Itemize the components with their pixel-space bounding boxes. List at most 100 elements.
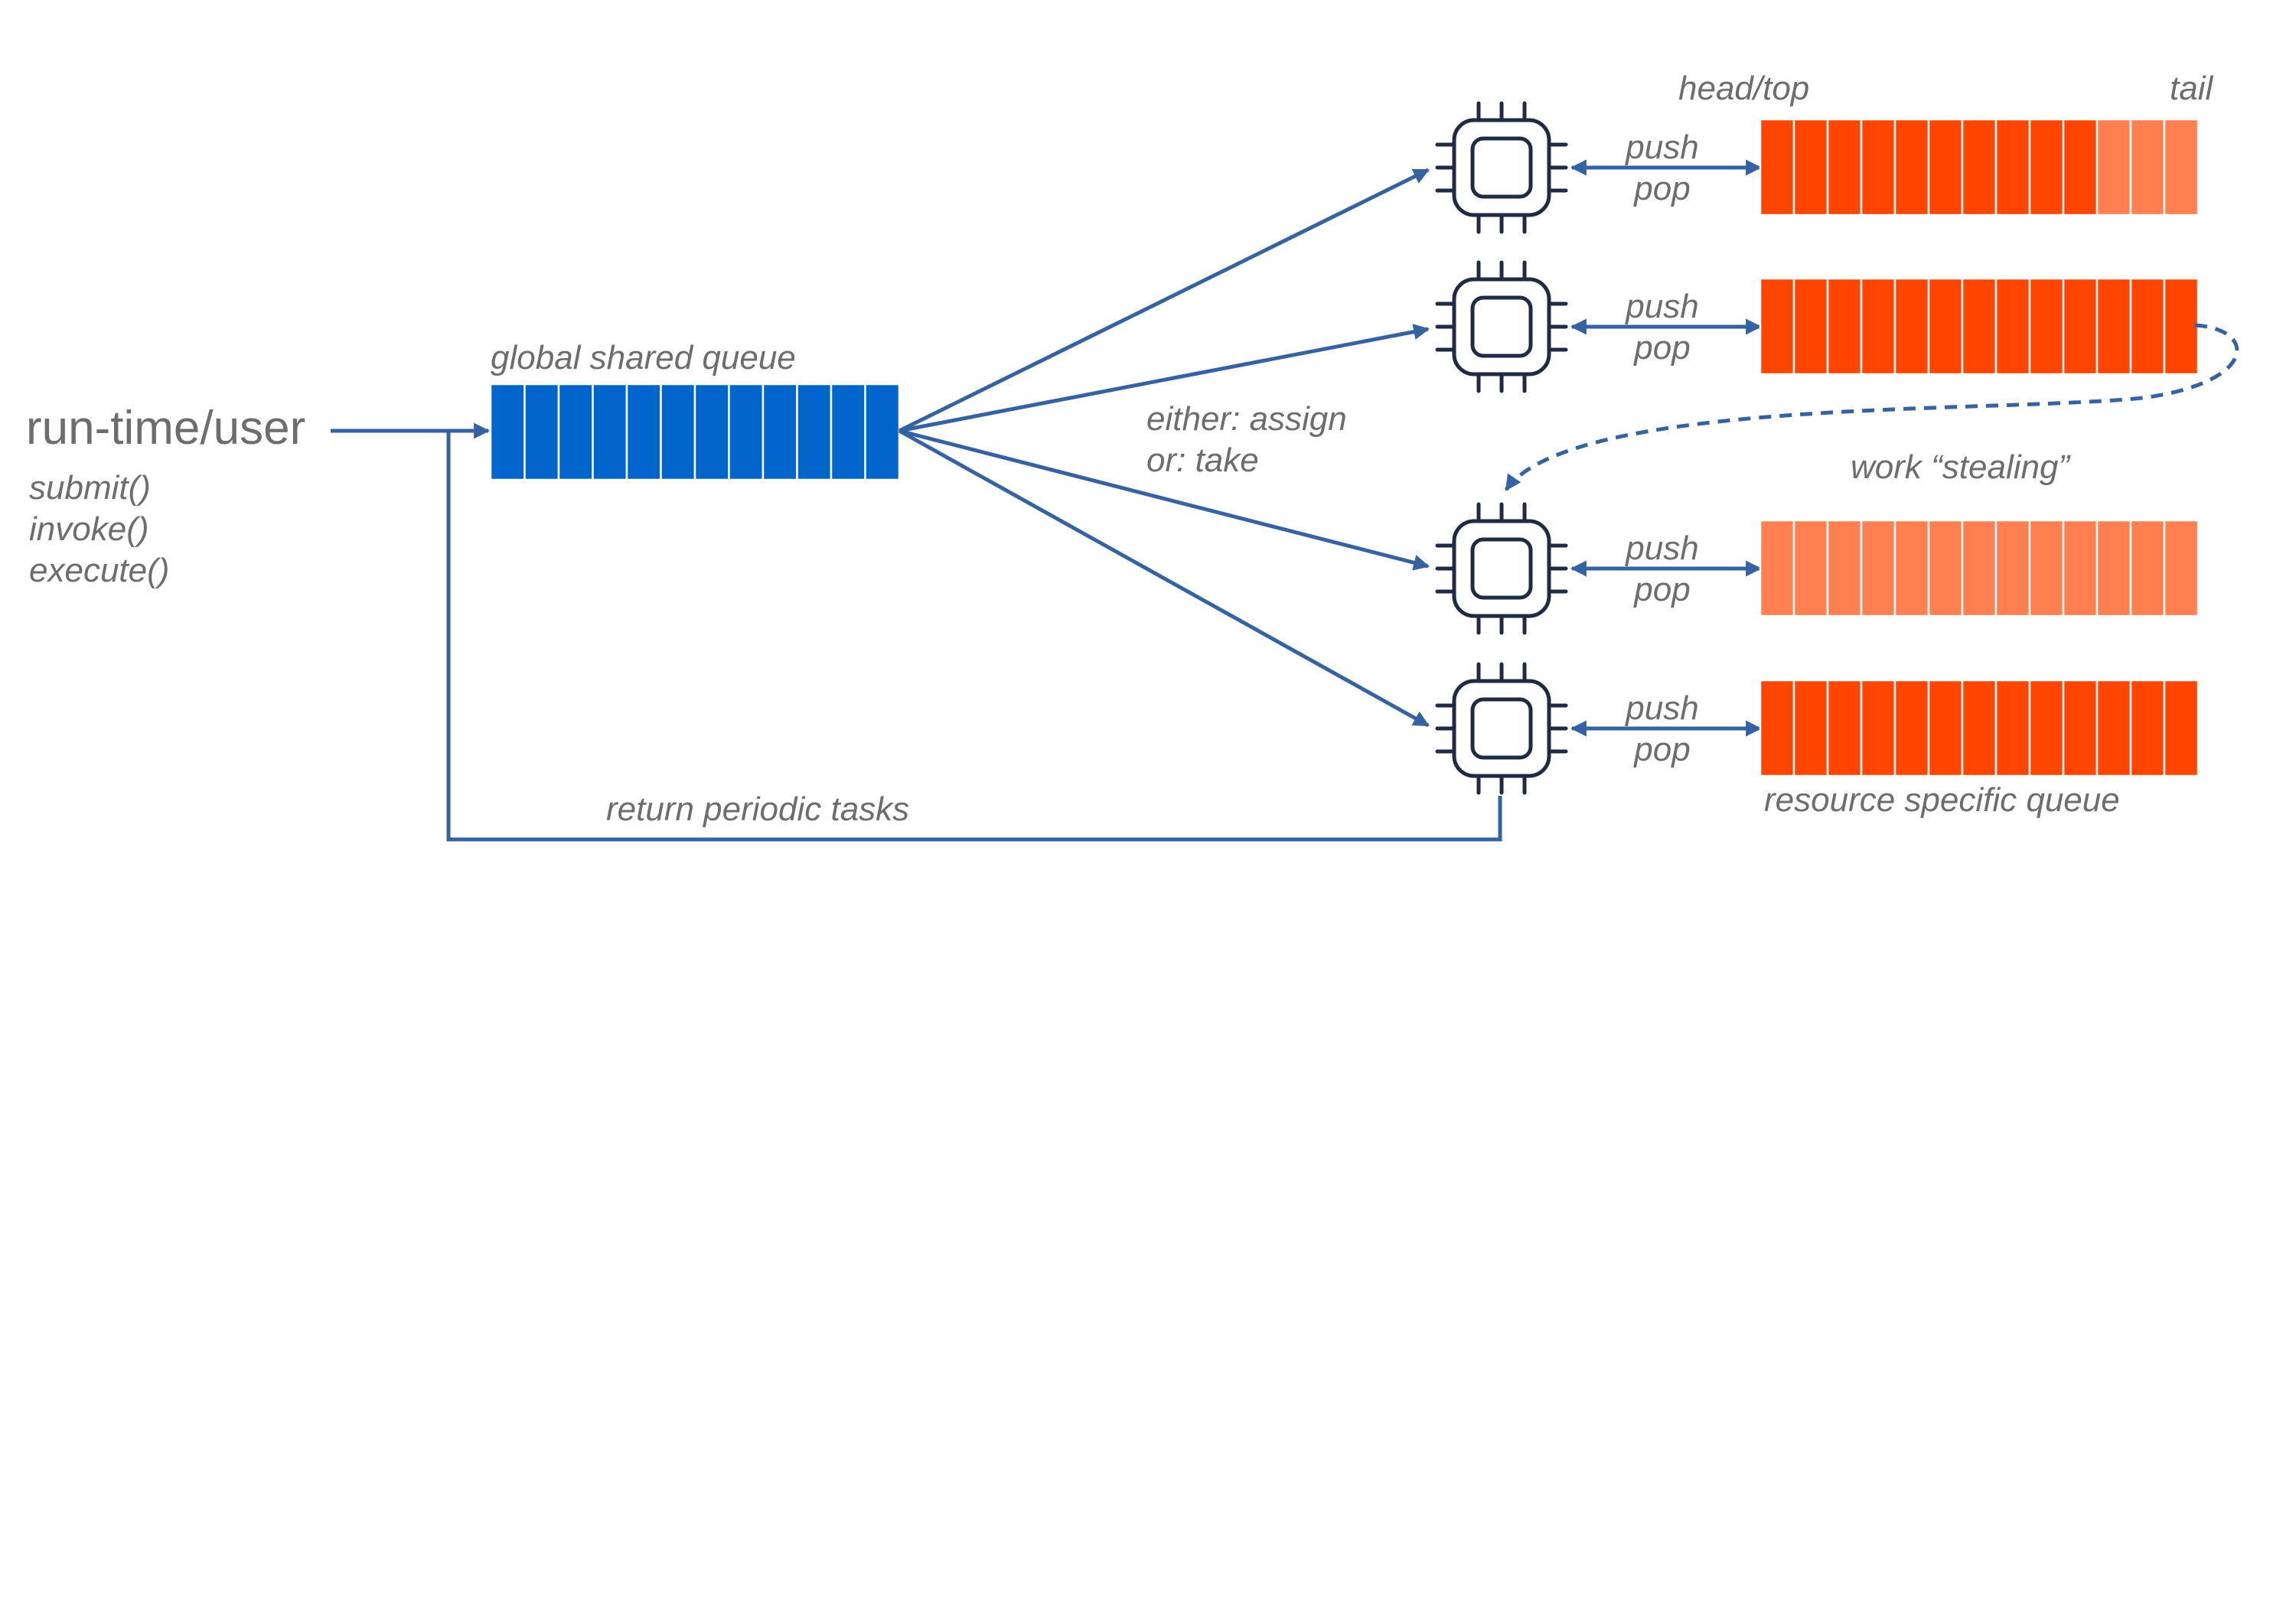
resource-queue-slot xyxy=(2095,118,2132,217)
resource-queue-slot xyxy=(1826,277,1863,376)
resource-queue-slot xyxy=(1961,519,1998,618)
dispatch-arrow-worker-1 xyxy=(898,168,1430,433)
resource-queue-slot xyxy=(2062,277,2099,376)
resource-queue-slot xyxy=(1792,679,1829,777)
resource-queue-slot xyxy=(1759,277,1795,376)
resource-queue-slot xyxy=(1860,277,1896,376)
global-queue-slot xyxy=(762,383,798,481)
resource-queue-slot xyxy=(2129,519,2166,618)
pop-label: pop xyxy=(1632,329,1690,367)
resource-queue-slot xyxy=(2028,118,2065,217)
global-queue-label: global shared queue xyxy=(491,339,796,376)
resource-queue-slot xyxy=(2062,519,2099,618)
global-queue-slot xyxy=(864,383,901,481)
worker-2: push pop xyxy=(1435,260,2200,393)
cpu-chip-icon xyxy=(1435,662,1568,795)
resource-queue xyxy=(1759,679,2200,777)
push-label: push xyxy=(1624,689,1698,727)
push-label: push xyxy=(1624,129,1698,166)
resource-queue-slot xyxy=(1893,118,1930,217)
source-method-submit: submit() xyxy=(29,469,151,507)
global-queue-slot xyxy=(660,383,696,481)
resource-queue-slot xyxy=(1860,519,1896,618)
resource-queue xyxy=(1759,118,2200,217)
resource-queue-slot xyxy=(2062,118,2099,217)
resource-queue-slot xyxy=(1961,277,1998,376)
resource-queue-slot xyxy=(1860,118,1896,217)
global-queue-slot xyxy=(592,383,628,481)
dispatch-arrow-worker-2 xyxy=(899,324,1430,433)
resource-queue-slot xyxy=(1994,277,2031,376)
resource-queue-slot xyxy=(1792,118,1829,217)
dispatch-arrow-worker-3 xyxy=(899,429,1430,571)
global-queue-slot xyxy=(693,383,730,481)
dispatch-arrow-worker-4 xyxy=(898,429,1430,728)
resource-queue-slot xyxy=(2163,519,2200,618)
worker-3: push pop xyxy=(1435,502,2200,635)
worker-1: push pop xyxy=(1435,101,2200,234)
resource-queue xyxy=(1759,277,2200,376)
resource-queue-slot xyxy=(2129,118,2166,217)
source-method-execute: execute() xyxy=(29,552,169,589)
pop-label: pop xyxy=(1632,170,1690,207)
push-label: push xyxy=(1624,530,1698,567)
work-stealing-arrow xyxy=(1504,323,2239,491)
resource-queue-slot xyxy=(1759,519,1795,618)
return-periodic-tasks-line xyxy=(446,431,1502,842)
resource-queue-slot xyxy=(1893,277,1930,376)
global-queue-slot xyxy=(523,383,560,481)
resource-queue-slot xyxy=(1759,118,1795,217)
dispatch-label-assign: either: assign xyxy=(1146,400,1347,438)
resource-queue-slot xyxy=(2062,679,2099,777)
resource-queue-slot xyxy=(1792,277,1829,376)
resource-queue-slot xyxy=(1860,679,1896,777)
head-label: head/top xyxy=(1678,70,1809,107)
tail-label: tail xyxy=(2170,70,2213,107)
pop-label: pop xyxy=(1632,571,1690,608)
resource-queue-slot xyxy=(1961,118,1998,217)
resource-queue-slot xyxy=(1826,118,1863,217)
resource-queue xyxy=(1759,519,2200,618)
cpu-chip-icon xyxy=(1435,502,1568,635)
worker-4: push pop xyxy=(1435,662,2200,795)
global-queue-slot xyxy=(830,383,866,481)
return-periodic-tasks-label: return periodic tasks xyxy=(606,790,909,828)
workers: push pop push pop push pop push pop xyxy=(1435,101,2200,795)
resource-queue-slot xyxy=(1927,519,1964,618)
resource-queue-slot xyxy=(2095,519,2132,618)
global-shared-queue xyxy=(489,383,901,481)
resource-queue-slot xyxy=(2028,679,2065,777)
push-label: push xyxy=(1624,288,1698,325)
resource-queue-slot xyxy=(1893,679,1930,777)
global-queue-slot xyxy=(489,383,526,481)
cpu-chip-icon xyxy=(1435,101,1568,234)
dispatch-arrows xyxy=(898,168,1430,728)
resource-queue-slot xyxy=(1927,679,1964,777)
resource-queue-slot xyxy=(1994,118,2031,217)
resource-queue-label: resource specific queue xyxy=(1764,781,2120,819)
work-stealing-label: work “stealing” xyxy=(1851,448,2071,486)
global-queue-slot xyxy=(625,383,662,481)
resource-queue-slot xyxy=(1994,519,2031,618)
global-queue-slot xyxy=(728,383,765,481)
resource-queue-slot xyxy=(1927,277,1964,376)
cpu-chip-icon xyxy=(1435,260,1568,393)
resource-queue-slot xyxy=(1893,519,1930,618)
resource-queue-slot xyxy=(1759,679,1795,777)
resource-queue-slot xyxy=(2163,118,2200,217)
resource-queue-slot xyxy=(2028,519,2065,618)
resource-queue-slot xyxy=(2095,679,2132,777)
resource-queue-slot xyxy=(1927,118,1964,217)
resource-queue-slot xyxy=(1826,519,1863,618)
global-queue-slot xyxy=(796,383,833,481)
source-method-invoke: invoke() xyxy=(29,510,149,548)
resource-queue-slot xyxy=(2163,679,2200,777)
resource-queue-slot xyxy=(2129,679,2166,777)
resource-queue-slot xyxy=(1826,679,1863,777)
pop-label: pop xyxy=(1632,731,1690,768)
resource-queue-slot xyxy=(1792,519,1829,618)
resource-queue-slot xyxy=(1961,679,1998,777)
resource-queue-slot xyxy=(1994,679,2031,777)
resource-queue-slot xyxy=(2095,277,2132,376)
